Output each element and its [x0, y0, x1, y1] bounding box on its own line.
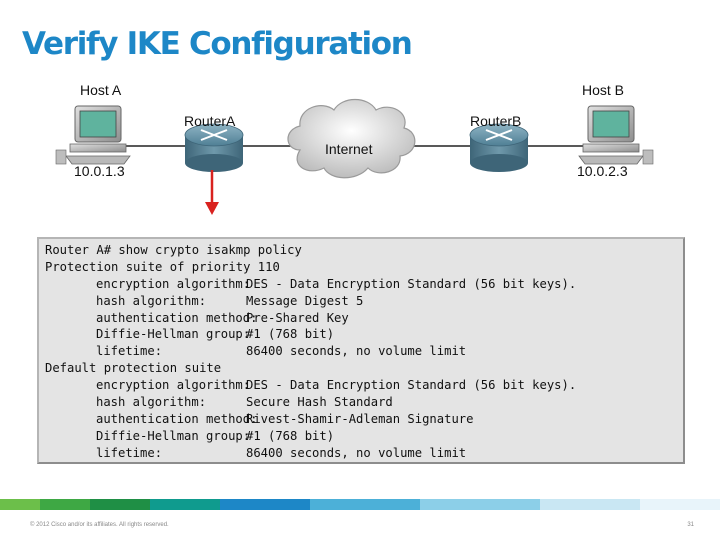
router-b-label: RouterB [470, 113, 522, 129]
terminal-line: Diffie-Hellman group:#1 (768 bit) [45, 326, 683, 343]
router-a-label: RouterA [184, 113, 236, 129]
internet-label: Internet [325, 141, 373, 157]
footer-bar-segment [640, 499, 720, 510]
host-b-ip: 10.0.2.3 [577, 163, 628, 179]
terminal-line-label: encryption algorithm: [96, 378, 251, 393]
terminal-line-label: Default protection suite [45, 361, 222, 376]
terminal-line-value: Message Digest 5 [246, 293, 364, 308]
terminal-line-label: authentication method: [96, 310, 258, 325]
footer-bar-segment [310, 499, 420, 510]
red-arrow-icon [205, 170, 219, 215]
host-b-label: Host B [582, 82, 625, 98]
command-text: show crypto isakmp policy [118, 243, 302, 257]
host-a-ip: 10.0.1.3 [74, 163, 125, 179]
copyright-text: © 2012 Cisco and/or its affiliates. All … [30, 522, 169, 528]
footer-color-bar [0, 499, 720, 510]
terminal-line-label: hash algorithm: [96, 395, 207, 410]
terminal-line-value: 86400 seconds, no volume limit [246, 445, 467, 460]
terminal-line-label: encryption algorithm: [96, 276, 251, 291]
terminal-line-label: Diffie-Hellman group: [96, 327, 251, 342]
footer-bar-segment [540, 499, 640, 510]
command-prompt: Router A# [45, 243, 119, 257]
page-number: 31 [687, 522, 694, 528]
slide-title: Verify IKE Configuration [22, 26, 413, 62]
network-diagram [55, 98, 654, 215]
terminal-line-value: #1 (768 bit) [246, 327, 335, 342]
terminal-line-value: 86400 seconds, no volume limit [246, 344, 467, 359]
terminal-line: authentication method:Pre-Shared Key [45, 310, 683, 327]
footer-bar-segment [0, 499, 40, 510]
terminal-line-value: DES - Data Encryption Standard (56 bit k… [246, 378, 577, 393]
footer-bar-segment [90, 499, 150, 510]
terminal-line-value: Secure Hash Standard [246, 395, 393, 410]
terminal-line: lifetime: 86400 seconds, no volume limit [45, 445, 683, 462]
host-a-icon [55, 105, 131, 165]
terminal-line-value: Rivest-Shamir-Adleman Signature [246, 411, 474, 426]
terminal-line: encryption algorithm:DES - Data Encrypti… [45, 377, 683, 394]
terminal-line-value: DES - Data Encryption Standard (56 bit k… [246, 276, 577, 291]
terminal-line: Diffie-Hellman group:#1 (768 bit) [45, 428, 683, 445]
terminal-line: Default protection suite [45, 360, 683, 377]
footer-bar-segment [220, 499, 310, 510]
terminal-line-label: Protection suite of priority 110 [45, 259, 280, 274]
footer-bar-segment [40, 499, 90, 510]
terminal-line-label: lifetime: [96, 445, 163, 460]
terminal-line-value: #1 (768 bit) [246, 428, 335, 443]
terminal-line: Protection suite of priority 110 [45, 259, 683, 276]
terminal-output: Router A# show crypto isakmp policy Prot… [37, 237, 685, 464]
terminal-line: hash algorithm: Secure Hash Standard [45, 394, 683, 411]
terminal-line: encryption algorithm:DES - Data Encrypti… [45, 276, 683, 293]
terminal-line-value: Pre-Shared Key [246, 310, 349, 325]
internet-cloud-icon [287, 98, 416, 179]
terminal-line-label: Diffie-Hellman group: [96, 428, 251, 443]
terminal-line: authentication method:Rivest-Shamir-Adle… [45, 411, 683, 428]
terminal-line-label: lifetime: [96, 344, 163, 359]
router-b-icon [469, 123, 529, 172]
host-b-icon [578, 105, 654, 165]
terminal-line-label: hash algorithm: [96, 293, 207, 308]
host-a-label: Host A [80, 82, 122, 98]
footer-bar-segment [420, 499, 540, 510]
command-line: Router A# show crypto isakmp policy [45, 242, 683, 259]
terminal-line-label: authentication method: [96, 411, 258, 426]
router-a-icon [184, 123, 244, 172]
terminal-line: hash algorithm: Message Digest 5 [45, 293, 683, 310]
footer-bar-segment [150, 499, 220, 510]
terminal-line: lifetime: 86400 seconds, no volume limit [45, 343, 683, 360]
